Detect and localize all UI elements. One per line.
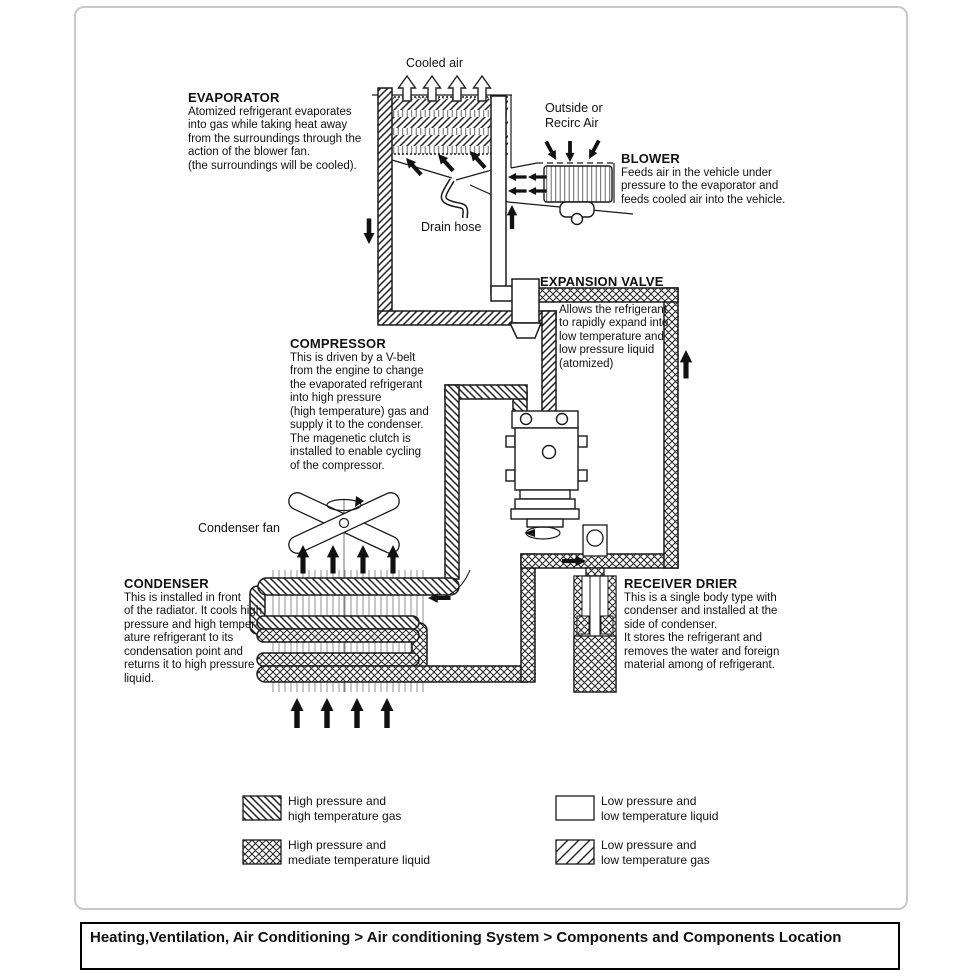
compressor-description: This is driven by a V-belt from the engi… bbox=[290, 352, 429, 472]
expansion-valve-title: EXPANSION VALVE bbox=[540, 274, 664, 289]
condenser-description: This is installed in front of the radiat… bbox=[124, 592, 263, 685]
evaporator-core bbox=[390, 96, 508, 155]
legend-swatch-low-pressure-liquid bbox=[555, 795, 595, 821]
receiver-drier-description: This is a single body type with condense… bbox=[624, 592, 780, 672]
receiver-drier-symbol bbox=[573, 524, 617, 693]
blower-symbol bbox=[543, 165, 613, 226]
breadcrumb[interactable]: Heating,Ventilation, Air Conditioning > … bbox=[80, 922, 900, 970]
compressor-symbol bbox=[505, 410, 588, 540]
condenser-title: CONDENSER bbox=[124, 576, 209, 591]
liquid-pipe bbox=[520, 287, 679, 683]
legend-label-mediate-temp-liquid: High pressure and mediate temperature li… bbox=[288, 838, 431, 867]
legend-swatch-mediate-temp-liquid bbox=[242, 839, 282, 865]
low-pressure-liquid-pipe bbox=[490, 95, 518, 302]
blower-description: Feeds air in the vehicle under pressure … bbox=[621, 167, 786, 206]
legend-swatch-high-pressure-gas bbox=[242, 795, 282, 821]
suction-pipe bbox=[377, 87, 557, 416]
legend-swatch-low-pressure-gas bbox=[555, 839, 595, 865]
condenser-fan-label: Condenser fan bbox=[198, 521, 281, 535]
condenser-fan-symbol bbox=[288, 492, 400, 554]
condenser-coil bbox=[249, 500, 536, 692]
outside-recirc-label: Outside or Recirc Air bbox=[545, 101, 603, 130]
evaporator-description: Atomized refrigerant evaporates into gas… bbox=[188, 106, 362, 172]
legend-label-low-pressure-gas: Low pressure and low temperature gas bbox=[601, 838, 710, 867]
compressor-title: COMPRESSOR bbox=[290, 336, 386, 351]
flow-arrows bbox=[290, 75, 693, 728]
evaporator-title: EVAPORATOR bbox=[188, 90, 280, 105]
expansion-valve-symbol bbox=[508, 278, 543, 339]
legend-label-low-pressure-liquid: Low pressure and low temperature liquid bbox=[601, 794, 719, 823]
legend-label-high-pressure-gas: High pressure and high temperature gas bbox=[288, 794, 402, 823]
cooled-air-label: Cooled air bbox=[406, 56, 463, 70]
drain-hose-label: Drain hose bbox=[421, 220, 482, 234]
receiver-drier-title: RECEIVER DRIER bbox=[624, 576, 738, 591]
blower-title: BLOWER bbox=[621, 151, 680, 166]
drain-hose-symbol bbox=[440, 178, 469, 218]
legend-swatches bbox=[242, 795, 595, 865]
expansion-valve-description: Allows the refrigerant to rapidly expand… bbox=[559, 304, 669, 370]
